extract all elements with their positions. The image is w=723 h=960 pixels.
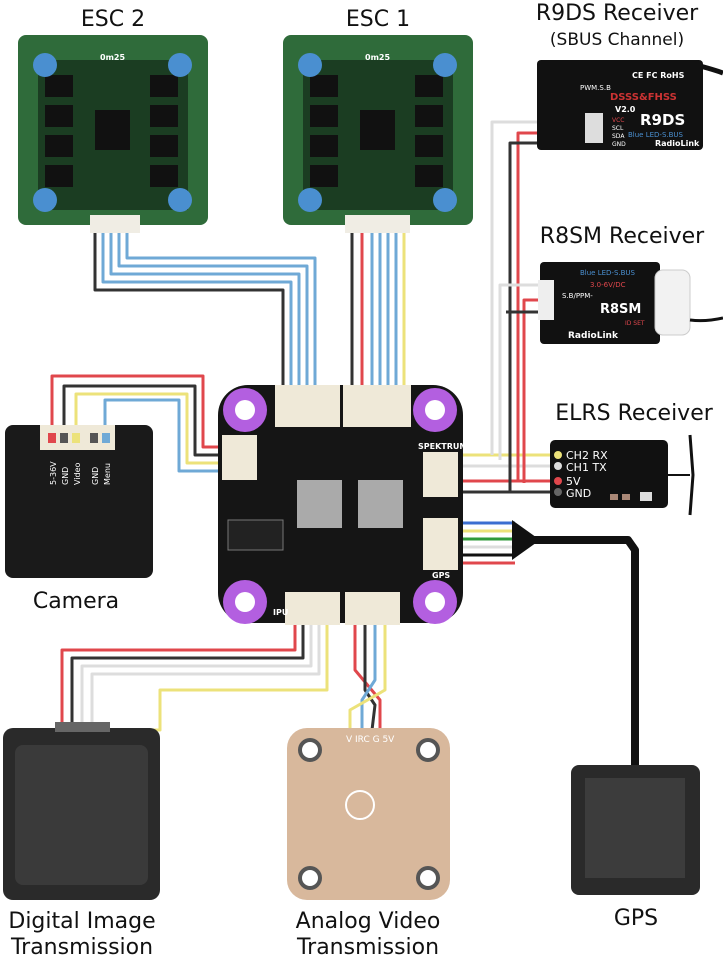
svg-text:IPU: IPU bbox=[273, 608, 288, 617]
camera-title: Camera bbox=[33, 589, 119, 614]
svg-text:GND: GND bbox=[61, 467, 70, 485]
flight-controller: SPEKTRUM GPS IPU bbox=[218, 385, 467, 625]
svg-text:RadioLink: RadioLink bbox=[655, 139, 700, 148]
analog-vtx-title-line2: Transmission bbox=[296, 935, 439, 960]
elrs-title: ELRS Receiver bbox=[555, 401, 714, 426]
svg-text:Video: Video bbox=[73, 462, 82, 485]
r8sm-receiver: R8SM Receiver Blue LED-S.BUS 3.0-6V/DC S… bbox=[538, 224, 723, 344]
svg-text:DSSS&FHSS: DSSS&FHSS bbox=[610, 92, 677, 103]
r9ds-subtitle: (SBUS Channel) bbox=[550, 30, 684, 50]
elrs-pin-ch2-rx: CH2 RX bbox=[566, 449, 608, 462]
analog-vtx: V IRC G 5V Analog Video Transmission bbox=[287, 728, 450, 960]
svg-text:S.B/PPM-: S.B/PPM- bbox=[562, 292, 593, 300]
svg-text:ID SET: ID SET bbox=[625, 320, 645, 327]
svg-text:Blue LED-S.BUS: Blue LED-S.BUS bbox=[580, 269, 636, 277]
digital-vtx-title-line1: Digital Image bbox=[8, 909, 155, 934]
svg-text:CE FC RoHS: CE FC RoHS bbox=[632, 71, 685, 80]
svg-text:3.0-6V/DC: 3.0-6V/DC bbox=[590, 281, 626, 289]
svg-text:R9DS: R9DS bbox=[640, 111, 685, 129]
svg-text:0m25: 0m25 bbox=[365, 53, 390, 62]
svg-text:SCL: SCL bbox=[612, 125, 624, 132]
gps-module: GPS bbox=[571, 765, 700, 931]
r9ds-receiver: R9DS Receiver (SBUS Channel) CE FC RoHS … bbox=[536, 1, 723, 150]
svg-text:SPEKTRUM: SPEKTRUM bbox=[418, 442, 467, 451]
analog-vtx-pins: V IRC G 5V bbox=[346, 735, 395, 745]
esc2: ESC 2 0m25 bbox=[18, 7, 208, 233]
elrs-pin-ch1-tx: CH1 TX bbox=[566, 461, 607, 474]
svg-text:GND: GND bbox=[612, 141, 626, 148]
analog-vtx-title-line1: Analog Video bbox=[296, 909, 441, 934]
r9ds-title: R9DS Receiver bbox=[536, 1, 699, 26]
svg-text:GND: GND bbox=[91, 467, 100, 485]
svg-text:Blue LED-S.BUS: Blue LED-S.BUS bbox=[628, 131, 684, 139]
svg-text:V2.0: V2.0 bbox=[615, 105, 636, 114]
esc2-title: ESC 2 bbox=[81, 7, 145, 32]
esc1: ESC 1 0m25 bbox=[283, 7, 473, 233]
svg-text:RadioLink: RadioLink bbox=[568, 331, 619, 341]
camera: 5-36V GND Video GND Menu Camera bbox=[5, 425, 153, 614]
esc1-title: ESC 1 bbox=[346, 7, 410, 32]
svg-text:R8SM: R8SM bbox=[600, 302, 641, 317]
svg-text:0m25: 0m25 bbox=[100, 53, 125, 62]
svg-text:Menu: Menu bbox=[103, 463, 112, 485]
svg-text:VCC: VCC bbox=[612, 117, 624, 124]
r8sm-title: R8SM Receiver bbox=[540, 224, 705, 249]
elrs-receiver: ELRS Receiver CH2 RX CH1 TX 5V GND bbox=[550, 401, 714, 516]
svg-text:SDA: SDA bbox=[612, 133, 625, 140]
digital-vtx-title-line2: Transmission bbox=[10, 935, 153, 960]
digital-vtx: Digital Image Transmission bbox=[3, 722, 160, 960]
svg-text:GPS: GPS bbox=[432, 571, 450, 580]
gps-title: GPS bbox=[614, 906, 658, 931]
svg-text:5-36V: 5-36V bbox=[49, 461, 58, 485]
svg-text:PWM.S.B: PWM.S.B bbox=[580, 84, 611, 92]
elrs-pin-5v: 5V bbox=[566, 475, 581, 488]
elrs-pin-gnd: GND bbox=[566, 487, 591, 500]
